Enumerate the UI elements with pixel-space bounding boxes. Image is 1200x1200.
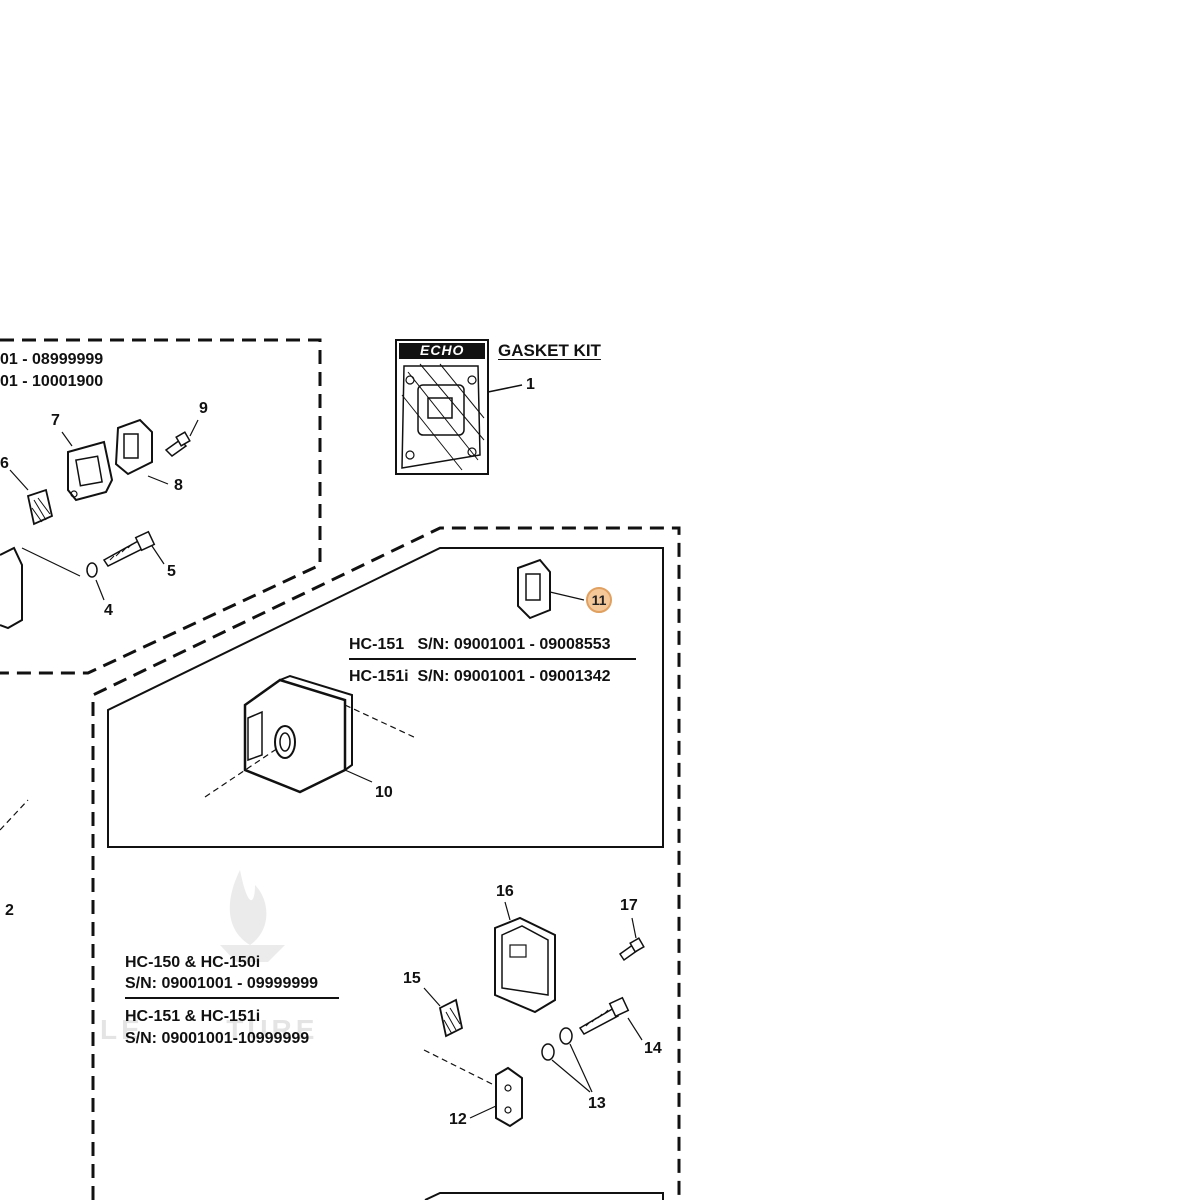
part-label-1: 1 bbox=[526, 376, 535, 393]
top-group-serial-2: 01 - 10001900 bbox=[0, 373, 104, 390]
echo-brand-logo: ECHO bbox=[420, 342, 465, 358]
part-label-7[interactable]: 7 bbox=[51, 412, 60, 429]
part-8-insulator-drawing bbox=[114, 418, 169, 485]
lower-model-b-serial: S/N: 09001001-10999999 bbox=[125, 1030, 310, 1047]
part-label-5[interactable]: 5 bbox=[167, 563, 176, 580]
part-4-washer-drawing bbox=[86, 562, 105, 601]
inner-solid-border bbox=[107, 547, 664, 848]
part-label-4[interactable]: 4 bbox=[104, 602, 113, 619]
inner-model-line-2: HC-151i S/N: 09001001 - 09001342 bbox=[349, 668, 611, 685]
inner-model-line-1: HC-151 S/N: 09001001 - 09008553 bbox=[349, 636, 611, 653]
part-6-screen-drawing bbox=[9, 469, 54, 526]
part-5-bolt-drawing bbox=[102, 530, 165, 567]
part-14-bolt-drawing bbox=[578, 996, 643, 1041]
part-7-gasket-drawing bbox=[61, 431, 114, 502]
gasket-kit-title: GASKET KIT bbox=[498, 341, 601, 360]
watermark-flame bbox=[220, 870, 285, 962]
part-15-screen-drawing bbox=[423, 987, 464, 1038]
part-16-cover-drawing bbox=[494, 901, 556, 1014]
part-12-plate-drawing bbox=[423, 1049, 523, 1128]
inner-model-divider bbox=[349, 658, 636, 660]
part-label-12[interactable]: 12 bbox=[449, 1111, 467, 1128]
lower-model-a-name: HC-150 & HC-150i bbox=[125, 954, 261, 971]
watermark-text: LE TURE bbox=[100, 1014, 319, 1045]
part-label-8[interactable]: 8 bbox=[174, 477, 183, 494]
part-11-insulator-drawing bbox=[517, 558, 585, 620]
part-label-10[interactable]: 10 bbox=[375, 784, 393, 801]
part-label-2[interactable]: 2 bbox=[5, 902, 14, 919]
lower-model-b-name: HC-151 & HC-151i bbox=[125, 1008, 261, 1025]
part-label-9[interactable]: 9 bbox=[199, 400, 208, 417]
part-label-16[interactable]: 16 bbox=[496, 883, 514, 900]
gasket-kit-package bbox=[395, 339, 523, 475]
lower-group-dashed-border bbox=[91, 526, 681, 1200]
part-13-washers-drawing bbox=[541, 1027, 593, 1093]
top-group-serial-1: 01 - 08999999 bbox=[0, 351, 104, 368]
lower-model-divider bbox=[125, 997, 339, 999]
part-label-6[interactable]: 6 bbox=[0, 455, 9, 472]
part-9-bolt-drawing bbox=[164, 419, 199, 457]
part-label-14[interactable]: 14 bbox=[644, 1040, 662, 1057]
part-label-17[interactable]: 17 bbox=[620, 897, 638, 914]
part-callout-11-highlighted[interactable]: 11 bbox=[586, 587, 612, 613]
part-17-screw-drawing bbox=[618, 917, 645, 962]
part-label-13[interactable]: 13 bbox=[588, 1095, 606, 1112]
left-muffler-edge-drawing bbox=[0, 546, 81, 630]
part-label-15[interactable]: 15 bbox=[403, 970, 421, 987]
bottom-partial-border bbox=[424, 1192, 664, 1200]
lower-model-a-serial: S/N: 09001001 - 09999999 bbox=[125, 975, 319, 992]
part-10-muffler-drawing bbox=[0, 674, 417, 831]
